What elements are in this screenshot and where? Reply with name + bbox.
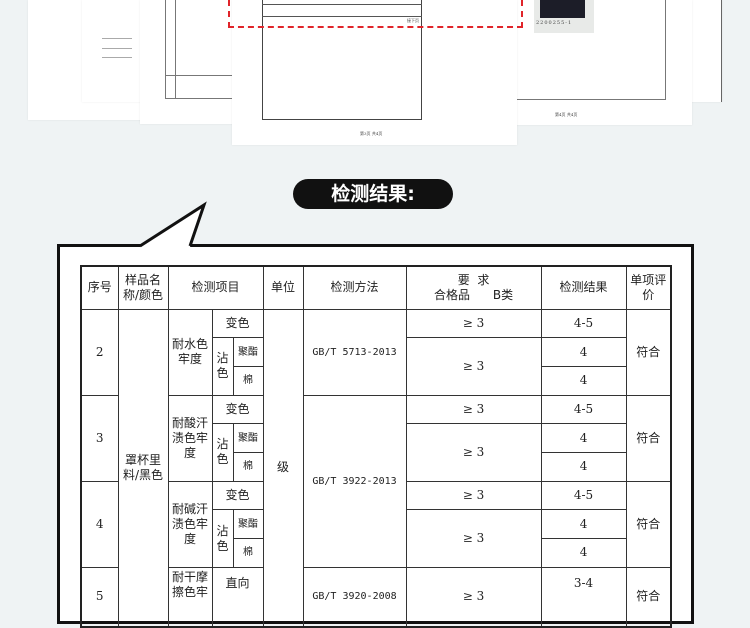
sub-item-change: 变色 (211, 480, 264, 511)
table-row: 4 耐碱汗渍色牢度 变色 ≥ 3 4-5 符合 (80, 480, 672, 568)
result: 4-5 (540, 480, 627, 511)
table-row: 3 耐酸汗渍色牢度 变色 GB/T 3922-2013 ≥ 3 4-5 符合 (80, 394, 672, 568)
result: 4 (540, 423, 627, 453)
sub-item-change: 变色 (211, 394, 264, 425)
table-row: 5 耐干摩擦色牢 直向 GB/T 3920-2008 ≥ 3 3-4 符合 (80, 566, 672, 628)
row-no: 3 (80, 394, 119, 482)
table-row: 2 罩杯里料/黑色 耐水色牢度 变色 级 GB/T 5713-2013 ≥ 3 … (80, 308, 672, 628)
page4-footer: 第4页 共4页 (555, 112, 578, 117)
result: 4 (540, 451, 627, 482)
result: 3-4 (540, 566, 627, 628)
sub-item-polyester: 聚酯 (232, 337, 264, 367)
section-title: 检测结果: (293, 179, 453, 209)
table-row: 棉 4 (81, 451, 671, 482)
continued-note: 接下页 (407, 18, 419, 23)
test-item: 耐酸汗渍色牢度 (167, 394, 213, 482)
table-row: 沾色 聚酯 ≥ 3 4 (81, 509, 671, 568)
sub-item-polyester: 聚酯 (232, 423, 264, 453)
requirement: ≥ 3 (405, 337, 542, 396)
sub-item-cotton: 棉 (232, 365, 264, 396)
header-requirement: 要 求合格品 B类 (405, 265, 542, 310)
requirement: ≥ 3 (405, 308, 542, 339)
table-row: 棉 4 (81, 365, 671, 396)
highlight-dashed-box (228, 0, 523, 28)
unit: 级 (262, 308, 304, 628)
sub-item-cotton: 棉 (232, 451, 264, 482)
test-item: 耐碱汗渍色牢度 (167, 480, 213, 568)
row-no: 4 (80, 480, 119, 568)
row-no: 2 (80, 308, 119, 396)
table-row: 沾色 聚酯 ≥ 3 4 (81, 423, 671, 482)
test-method: GB/T 5713-2013 (302, 308, 407, 396)
result: 4 (540, 337, 627, 367)
header-sample: 样品名称/颜色 (117, 265, 169, 310)
row-no: 5 (80, 566, 119, 628)
sample-tag: 2200255-1 (536, 20, 573, 26)
page3-footer: 第3页 共4页 (360, 131, 383, 136)
requirement: ≥ 3 (405, 480, 542, 511)
report-page-4: 2200255-1 第4页 共4页 (500, 0, 692, 125)
test-item: 耐水色牢度 (167, 308, 213, 396)
test-item: 耐干摩擦色牢 (167, 566, 213, 628)
header-unit: 单位 (262, 265, 304, 310)
sub-item-polyester: 聚酯 (232, 509, 264, 539)
result: 4-5 (540, 394, 627, 425)
evaluation: 符合 (625, 480, 672, 568)
table-row: 沾色 聚酯 ≥ 3 4 (81, 337, 671, 396)
header-result: 检测结果 (540, 265, 627, 310)
header-item: 检测项目 (167, 265, 264, 310)
report-page-3: 接下页 第3页 共4页 (232, 0, 517, 145)
header-eval: 单项评价 (625, 265, 672, 310)
report-page-5 (690, 0, 722, 102)
evaluation: 符合 (625, 308, 672, 396)
result: 4-5 (540, 308, 627, 339)
sub-item-stain: 沾色 (211, 509, 234, 568)
evaluation: 符合 (625, 394, 672, 482)
sub-item-stain: 沾色 (211, 423, 234, 482)
test-method: GB/T 3920-2008 (302, 566, 407, 628)
header-row: 序号 样品名称/颜色 检测项目 单位 检测方法 要 求合格品 B类 检测结果 单… (80, 265, 672, 310)
header-method: 检测方法 (302, 265, 407, 310)
sub-item-change: 直向 (211, 566, 264, 628)
header-no: 序号 (80, 265, 119, 310)
sub-item-cotton: 棉 (232, 538, 264, 568)
speech-bubble-tail (139, 201, 207, 248)
requirement: ≥ 3 (405, 423, 542, 482)
sub-item-stain: 沾色 (211, 337, 234, 396)
evaluation: 符合 (625, 566, 672, 628)
test-method: GB/T 3922-2013 (302, 394, 407, 568)
result: 4 (540, 538, 627, 568)
sample-photo (540, 0, 585, 18)
requirement: ≥ 3 (405, 509, 542, 568)
sample-name: 罩杯里料/黑色 (117, 308, 169, 628)
requirement: ≥ 3 (405, 394, 542, 425)
sub-item-change: 变色 (211, 308, 264, 339)
result: 4 (540, 365, 627, 396)
result: 4 (540, 509, 627, 539)
test-results-table: 序号 样品名称/颜色 检测项目 单位 检测方法 要 求合格品 B类 检测结果 单… (80, 265, 673, 628)
requirement: ≥ 3 (405, 566, 542, 628)
